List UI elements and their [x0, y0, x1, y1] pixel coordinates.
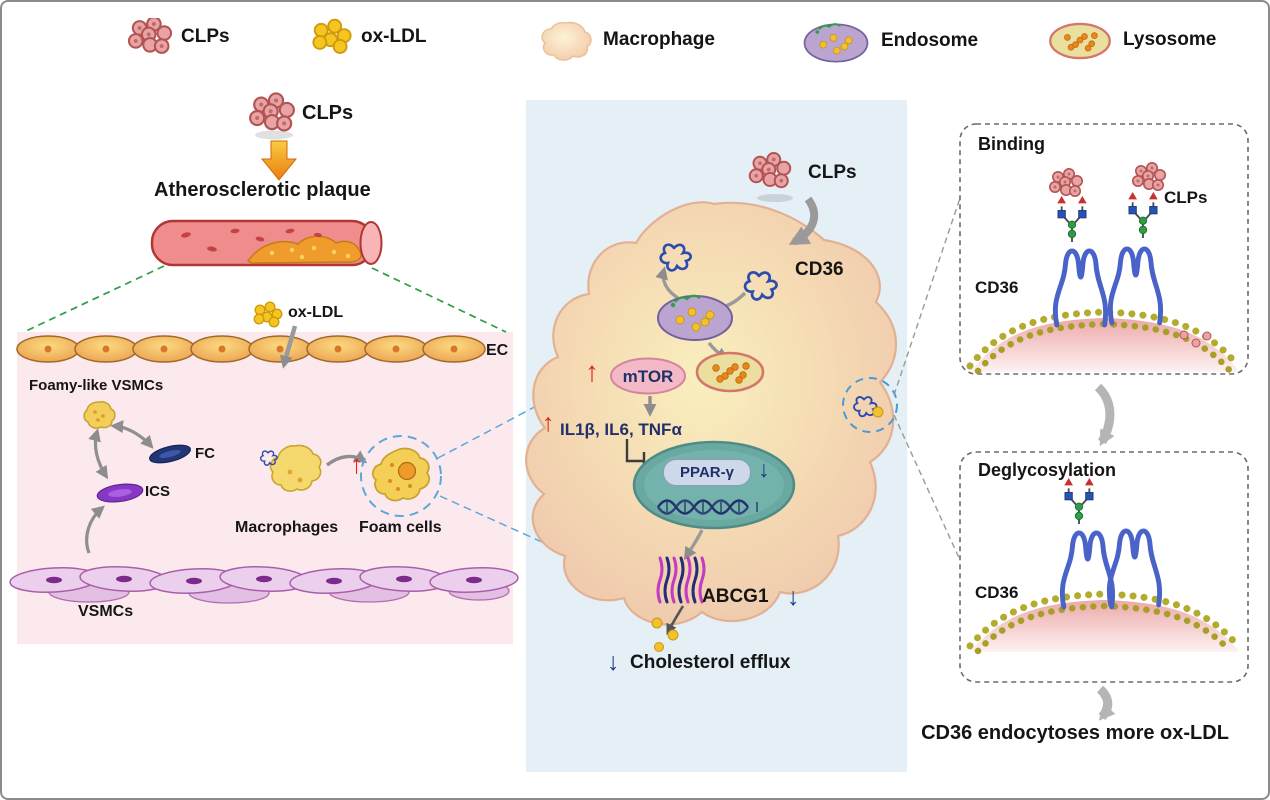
macrophage-to-foam-arrow: [325, 450, 368, 467]
legend-label-macrophage: Macrophage: [603, 29, 715, 50]
upregulation-arrow-icon: ↑: [585, 356, 599, 387]
downregulation-arrow-icon: ↓: [787, 583, 800, 611]
cytokines-label: IL1β, IL6, TNFα: [560, 420, 682, 439]
legend-item-clps: CLPs: [128, 18, 230, 56]
dna-strand-icon: [657, 499, 749, 515]
zoom-guide-line-right: [371, 267, 507, 333]
zoom-link-line-bottom: [439, 495, 543, 543]
macrophage-lipid-dots: [287, 469, 303, 483]
legend-label-lysosome: Lysosome: [1123, 29, 1217, 50]
zoom-guide-line-left: [23, 265, 165, 333]
deglyco-to-conclusion-arrow: [1096, 685, 1116, 721]
clps-cluster-icon: [249, 92, 295, 132]
ec-label: EC: [486, 342, 509, 359]
mtor-label: mTOR: [622, 367, 674, 386]
legend-label-endosome: Endosome: [881, 30, 979, 51]
oxldl-uptake-arrow: [279, 325, 298, 369]
ics-icon: [96, 483, 144, 503]
cd36-zoom-circle: [842, 377, 898, 433]
clps-entry-arrow: [788, 196, 819, 246]
upregulation-arrow-icon: ↑: [350, 449, 363, 479]
conclusion-text: CD36 endocytoses more ox-LDL: [921, 722, 1229, 744]
endosome-icon-middle: [656, 294, 734, 342]
foam-cell-zoom-circle: [360, 435, 442, 517]
fc-icon: [149, 444, 191, 464]
zoom-connector-top: [893, 197, 961, 396]
artery-illustration: [150, 219, 383, 267]
zoom-link-line-top: [437, 402, 543, 459]
foamy-vsmc-lipid-dots: [93, 410, 105, 422]
binding-title: Binding: [978, 134, 1045, 154]
upregulation-arrow-icon: ↑: [542, 409, 555, 437]
nucleus-to-abcg1-arrow: [683, 529, 704, 561]
clps-top-label: CLPs: [302, 102, 354, 124]
clps-shadow: [255, 130, 293, 140]
legend-item-macrophage: Macrophage: [538, 18, 715, 62]
downregulation-arrow-icon: ↓: [607, 648, 620, 676]
macrophage-icon-legend: [541, 21, 592, 61]
zoom-connector-bottom: [893, 414, 961, 561]
clps-binding-label: CLPs: [1164, 188, 1208, 207]
cytokine-inhibition-line: [625, 439, 644, 463]
fc-label: FC: [195, 445, 215, 462]
down-arrow-icon: [260, 140, 298, 181]
foam-cells-label: Foam cells: [359, 519, 442, 536]
cholesterol-dots: [651, 617, 679, 652]
cd36-binding-label: CD36: [975, 278, 1019, 297]
mtor-oval: [610, 357, 686, 395]
clps-icon: [128, 18, 172, 54]
vsmc-to-ics-arrow: [85, 505, 105, 554]
cd36-deglyco-label: CD36: [975, 583, 1019, 602]
vsmcs-label: VSMCs: [78, 603, 134, 620]
oxldl-icon: [312, 18, 352, 54]
oxldl-in-circle-dot: [872, 406, 884, 418]
cd36-recycle-arrow: [655, 266, 679, 300]
clps-mid-shadow: [757, 194, 793, 202]
dna-ticks: [666, 502, 758, 512]
clps-on-membrane: [1179, 330, 1212, 348]
plaque-title: Atherosclerotic plaque: [154, 179, 371, 201]
efflux-label: Cholesterol efflux: [630, 652, 791, 673]
binding-box: [959, 123, 1249, 375]
foamy-fc-exchange-arrow: [110, 420, 154, 449]
oxldl-cluster-icon: [253, 301, 283, 328]
efflux-direction-arrow: [666, 605, 685, 635]
foam-cell-lipid-dots: [388, 463, 412, 491]
legend-item-endosome: Endosome: [800, 18, 978, 64]
abcg1-transporter-icon: [656, 556, 706, 604]
lysosome-icon: [1049, 22, 1111, 60]
foamy-vsmc-label: Foamy-like VSMCs: [29, 377, 164, 394]
ppar-pill: PPAR-γ: [663, 459, 751, 486]
lysosome-icon-middle: [695, 351, 765, 393]
macrophage-icon: [269, 444, 322, 492]
ics-label: ICS: [145, 483, 171, 500]
binding-to-deglyco-arrow: [1094, 383, 1115, 447]
endothelial-cell-row: [16, 335, 486, 363]
foamy-ics-exchange-arrow: [88, 428, 109, 480]
macrophage-cell: [525, 201, 897, 626]
legend-item-oxldl: ox-LDL: [312, 18, 426, 56]
deglyco-membrane-inner-leaflet: [974, 602, 1234, 655]
abcg1-label: ABCG1: [702, 586, 769, 607]
oxldl-label: ox-LDL: [288, 304, 344, 321]
clps-mid-label: CLPs: [808, 162, 857, 183]
deglycosylation-title: Deglycosylation: [978, 460, 1117, 480]
cd36-mid-label: CD36: [795, 259, 844, 280]
foamy-vsmc-icon: [83, 401, 116, 429]
deglyco-membrane-outer-leaflet: [966, 590, 1242, 650]
downregulation-arrow-icon: ↓: [758, 456, 770, 482]
legend-item-lysosome: Lysosome: [1046, 18, 1216, 62]
legend-label-oxldl: ox-LDL: [361, 26, 427, 47]
foam-cell-nucleus: [397, 461, 417, 481]
endosome-icon: [803, 23, 869, 63]
vsmc-row: [9, 566, 519, 604]
macrophages-label: Macrophages: [235, 519, 339, 536]
legend-label-clps: CLPs: [181, 26, 230, 47]
